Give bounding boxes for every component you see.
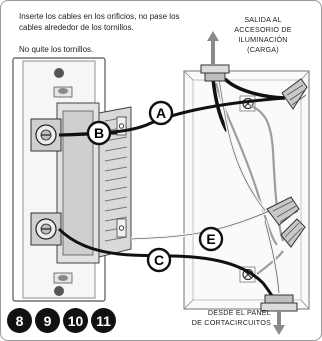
wire-c (57, 227, 277, 302)
supply-label: DESDE EL PANEL DE CORTACIRCUITOS (151, 308, 271, 328)
wire-e (130, 209, 281, 294)
step-badge-10: 10 (63, 308, 88, 333)
callout-b: B (86, 120, 112, 146)
strap-screw-top (53, 68, 73, 98)
step-badge-11: 11 (91, 308, 116, 333)
instruction-screws: No quite los tornillos. (19, 45, 94, 54)
wire-nut-ground (280, 218, 306, 248)
load-label: SALIDA AL ACCESORIO DE ILUMINACIÓN (CARG… (229, 15, 297, 55)
terminal-top (30, 118, 62, 152)
load-label-line-2: ACCESORIO DE (234, 25, 292, 34)
load-label-line-3: ILUMINACIÓN (238, 35, 288, 44)
callout-a-label: A (156, 105, 166, 121)
step-badge-8: 8 (7, 308, 32, 333)
terminal-bottom (30, 212, 62, 246)
callout-a: A (148, 100, 174, 126)
supply-label-line-2: DE CORTACIRCUITOS (191, 318, 271, 327)
wire-nut-top (281, 78, 308, 110)
cable-clamp-top (200, 31, 230, 82)
load-label-line-1: SALIDA AL (244, 15, 282, 24)
step-badge-9: 9 (35, 308, 60, 333)
callout-c-label: C (154, 252, 164, 268)
wire-nut-middle (266, 196, 300, 226)
step-badges: 8 9 10 11 (7, 308, 116, 333)
supply-label-line-1: DESDE EL PANEL (207, 308, 271, 317)
callout-b-label: B (94, 125, 104, 141)
callout-e-label: E (206, 231, 215, 247)
callout-e: E (198, 226, 224, 252)
cable-clamp-bottom (260, 294, 298, 335)
instruction-text: Inserte los cables en los orificios, no … (19, 12, 180, 32)
callout-c: C (146, 247, 172, 273)
load-label-line-4: (CARGA) (247, 45, 279, 54)
strap-screw-bottom (53, 272, 73, 296)
